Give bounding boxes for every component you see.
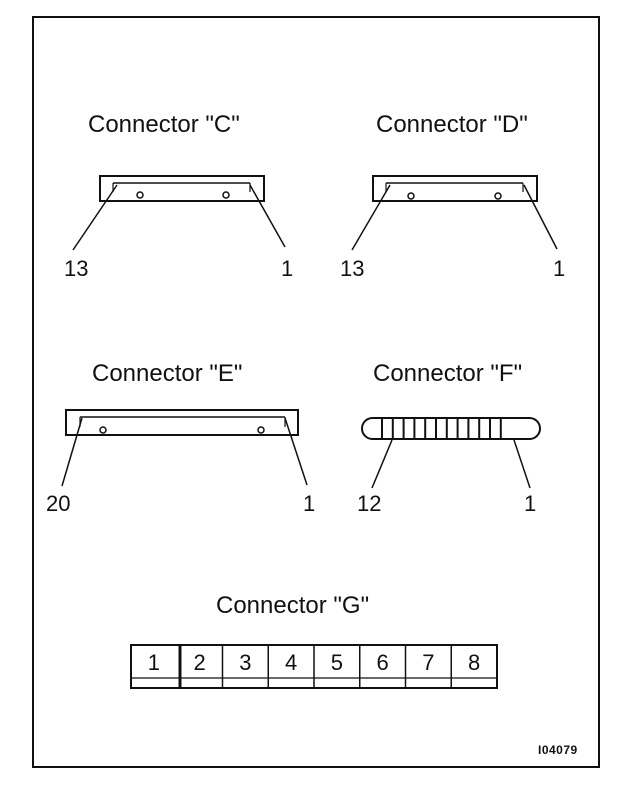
- connector-d-title: Connector "D": [376, 111, 528, 138]
- connector-f-title: Connector "F": [373, 360, 523, 387]
- connector-c-shape: [72, 175, 286, 251]
- connector-f-shape: [361, 417, 541, 489]
- connector-g-cell-8: 8: [468, 650, 480, 675]
- connector-g-cell-6: 6: [377, 650, 389, 675]
- connector-d-pin-left: 13: [340, 256, 365, 281]
- connector-g-cell-3: 3: [239, 650, 251, 675]
- connector-g-shape: 1 2 3 4 5 6 7 8: [130, 644, 498, 689]
- connector-e-shape: [61, 409, 308, 487]
- connector-f-pin-right: 1: [524, 491, 537, 516]
- figure-code: I04079: [538, 743, 578, 757]
- connector-d-pin-right: 1: [553, 256, 566, 281]
- connector-e-pin-left: 20: [46, 491, 71, 516]
- connector-c-pin-left: 13: [64, 256, 89, 281]
- connector-f-pin-left: 12: [357, 491, 382, 516]
- connector-c-pin-right: 1: [281, 256, 294, 281]
- connector-g-cell-2: 2: [194, 650, 206, 675]
- connector-e-pin-right: 1: [303, 491, 316, 516]
- diagram-frame: [32, 16, 600, 768]
- connector-g-cell-4: 4: [285, 650, 297, 675]
- connector-c-title: Connector "C": [88, 111, 240, 138]
- connector-d-shape: [351, 175, 558, 251]
- connector-e-title: Connector "E": [92, 360, 243, 387]
- connector-g-title: Connector "G": [216, 592, 370, 619]
- connector-g-cell-7: 7: [422, 650, 434, 675]
- connector-g-cell-1: 1: [148, 650, 160, 675]
- connector-g-cell-5: 5: [331, 650, 343, 675]
